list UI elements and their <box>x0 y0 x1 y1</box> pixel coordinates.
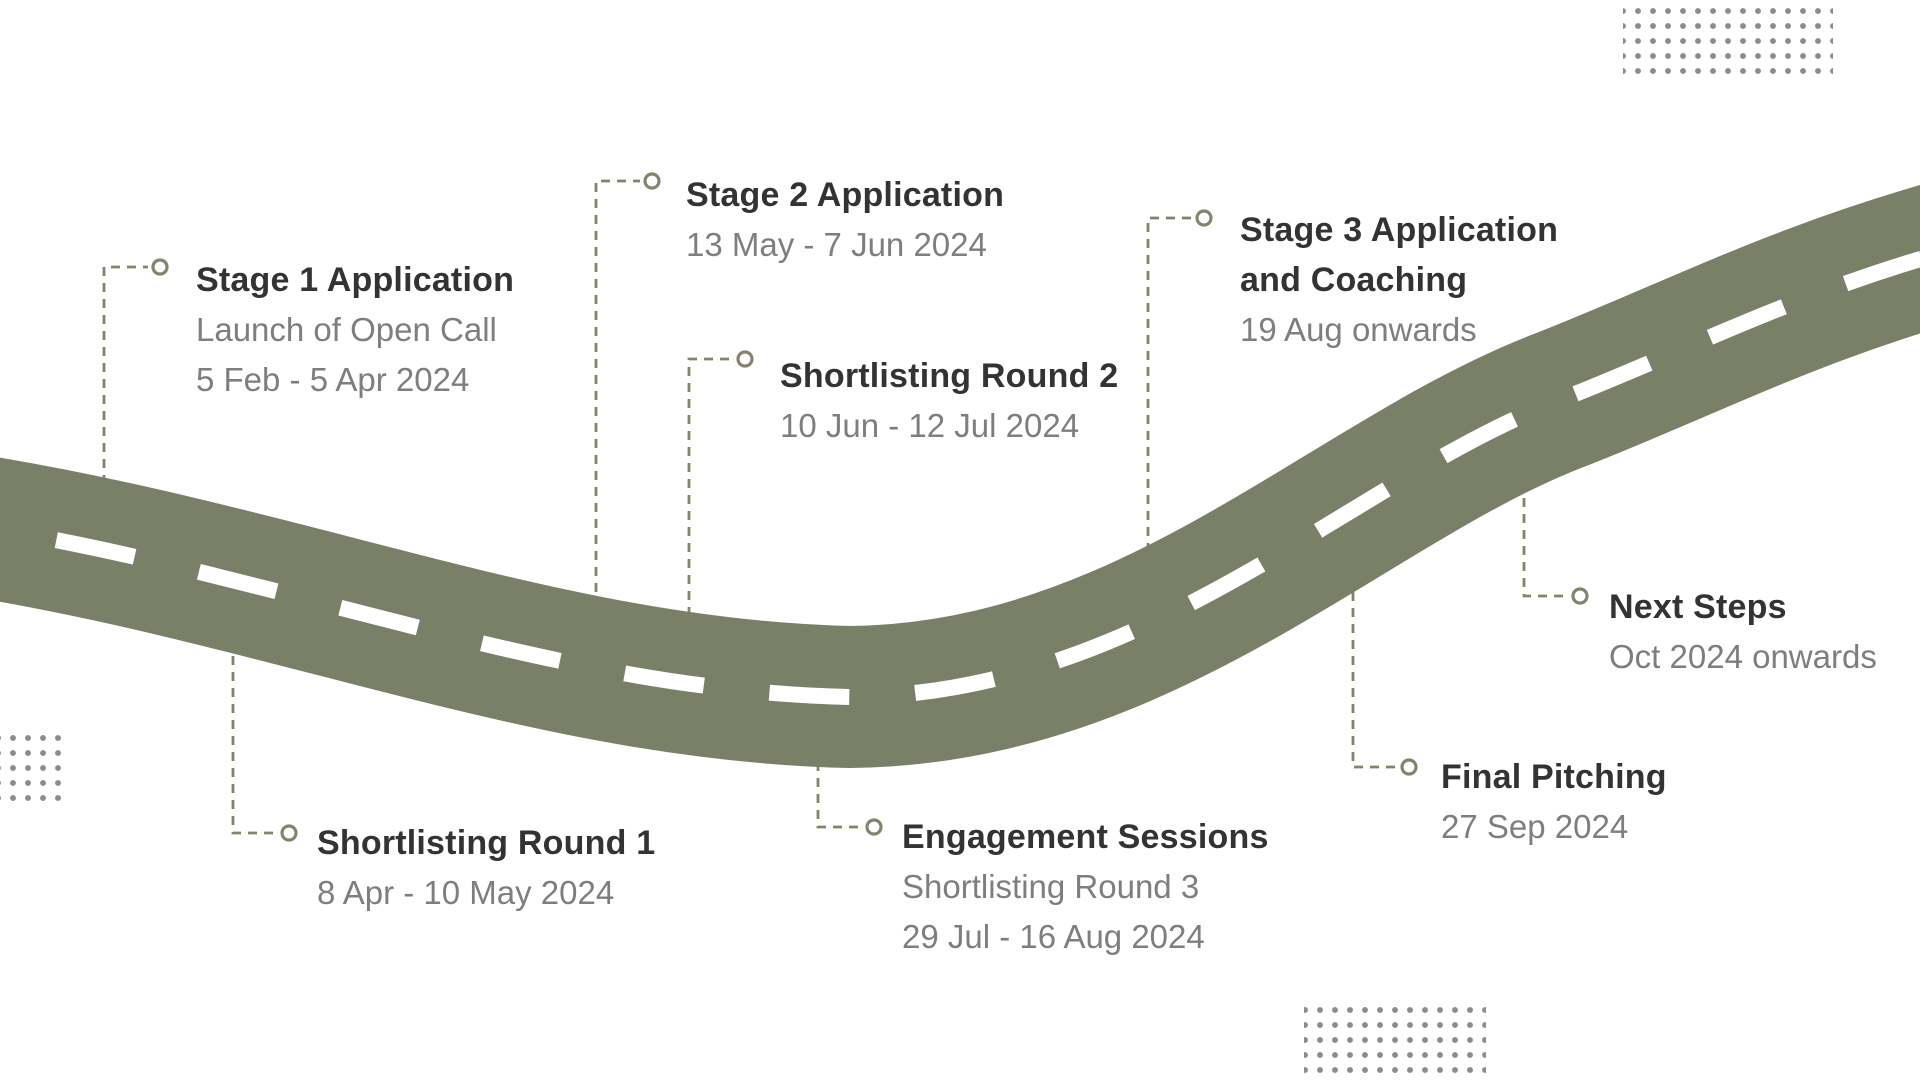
milestone-stage-2-application: Stage 2 Application 13 May - 7 Jun 2024 <box>686 170 1004 270</box>
connector-next-steps <box>1522 450 1568 598</box>
milestone-final-pitching: Final Pitching 27 Sep 2024 <box>1441 752 1667 852</box>
milestone-detail: 10 Jun - 12 Jul 2024 <box>780 407 1080 444</box>
milestone-title: Stage 1 Application <box>196 261 515 299</box>
milestone-stage-1-application: Stage 1 Application Launch of Open Call … <box>196 255 514 405</box>
milestone-detail: Shortlisting Round 3 <box>902 868 1200 905</box>
connector-nodes <box>151 172 1589 842</box>
milestone-next-steps: Next Steps Oct 2024 onwards <box>1609 582 1877 682</box>
milestone-title: Stage 3 Application and Coaching <box>1240 211 1559 299</box>
milestone-detail: 8 Apr - 10 May 2024 <box>317 874 615 911</box>
node-stage-3-application <box>1195 209 1213 227</box>
milestone-shortlisting-round-2: Shortlisting Round 2 10 Jun - 12 Jul 202… <box>780 351 1118 451</box>
dot-pattern-left <box>0 729 62 807</box>
milestone-title: Shortlisting Round 2 <box>780 357 1119 395</box>
milestone-detail: Oct 2024 onwards <box>1609 638 1877 675</box>
connector-shortlisting-round-2 <box>687 357 733 680</box>
milestone-stage-3-application: Stage 3 Application and Coaching 19 Aug … <box>1240 205 1575 355</box>
node-shortlisting-round-2 <box>736 350 754 368</box>
node-next-steps <box>1571 587 1589 605</box>
milestone-detail: 19 Aug onwards <box>1240 311 1477 348</box>
dot-pattern-top-right <box>1623 4 1833 78</box>
connector-final-pitching <box>1351 560 1397 769</box>
milestone-detail: Launch of Open Call <box>196 311 497 348</box>
connector-shortlisting-round-1 <box>231 560 277 835</box>
milestone-title: Shortlisting Round 1 <box>317 824 656 862</box>
node-shortlisting-round-1 <box>280 824 298 842</box>
node-stage-1-application <box>151 258 169 276</box>
milestone-detail: 13 May - 7 Jun 2024 <box>686 226 987 263</box>
milestone-shortlisting-round-1: Shortlisting Round 1 8 Apr - 10 May 2024 <box>317 818 655 918</box>
connector-stage-2-application <box>594 179 640 640</box>
milestone-detail: 5 Feb - 5 Apr 2024 <box>196 361 470 398</box>
milestone-title: Engagement Sessions <box>902 818 1269 856</box>
milestone-detail: 27 Sep 2024 <box>1441 808 1629 845</box>
milestone-title: Next Steps <box>1609 588 1787 626</box>
milestone-engagement-sessions: Engagement Sessions Shortlisting Round 3… <box>902 812 1269 962</box>
dot-pattern-bottom <box>1304 1000 1486 1080</box>
node-final-pitching <box>1400 758 1418 776</box>
node-stage-2-application <box>643 172 661 190</box>
milestone-title: Final Pitching <box>1441 758 1667 796</box>
road-center-line <box>0 250 1920 706</box>
connector-stage-1-application <box>102 265 148 500</box>
milestone-detail: 29 Jul - 16 Aug 2024 <box>902 918 1205 955</box>
node-engagement-sessions <box>865 818 883 836</box>
milestone-title: Stage 2 Application <box>686 176 1005 214</box>
